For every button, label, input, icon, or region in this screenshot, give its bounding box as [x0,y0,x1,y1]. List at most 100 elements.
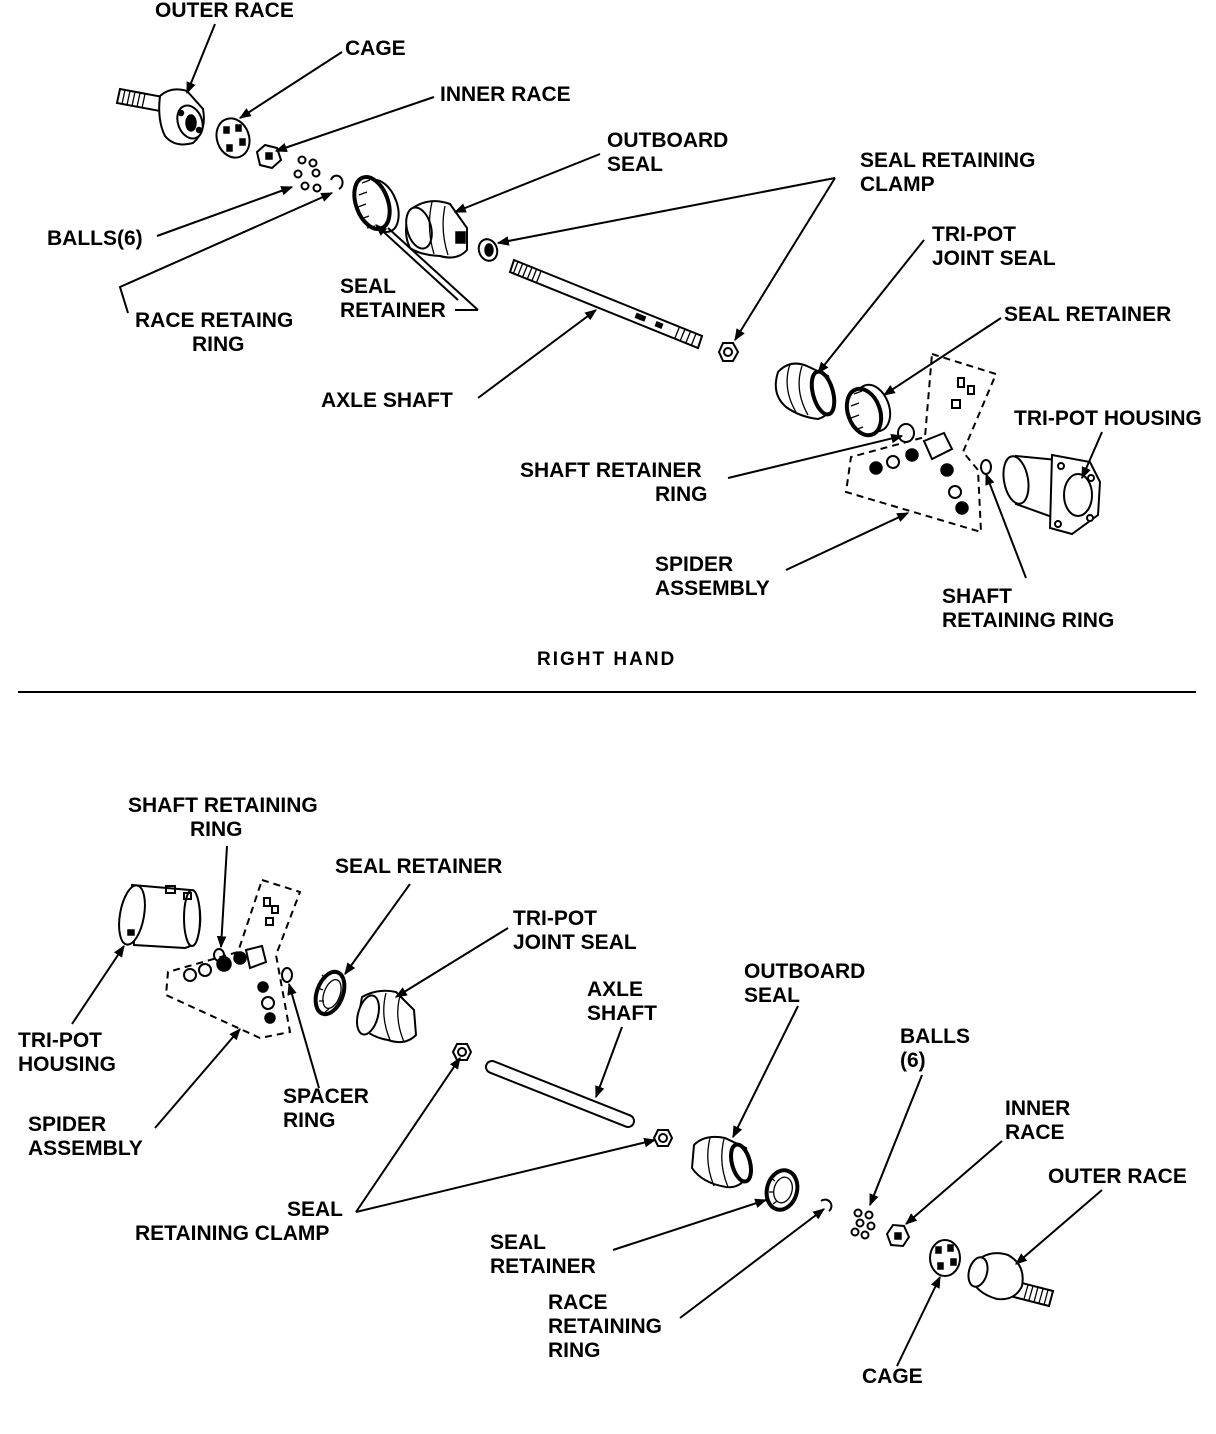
top-leader-balls [156,186,294,237]
bottom-label-outboard-seal-line2: SEAL [744,984,800,1007]
bottom-label-seal-retainer-outer-line1: SEAL [490,1231,546,1254]
top-label-race-retaining-ring-line1: RACE RETAING [135,309,293,332]
bottom-leader-axle-shaft [595,1026,623,1099]
top-tri-pot-housing-part [1002,453,1102,536]
bottom-label-balls-line1: BALLS [900,1025,970,1048]
bottom-leader-seal-retaining-clamp-2 [355,1137,657,1213]
bottom-tri-pot-joint-seal-part [356,989,418,1044]
bottom-label-tri-pot-housing-line2: HOUSING [18,1053,116,1076]
top-label-tri-pot-joint-seal-line2: JOINT SEAL [932,247,1056,270]
bottom-label-outboard-seal-line1: OUTBOARD [744,960,865,983]
top-label-balls: BALLS(6) [47,227,143,250]
bottom-label-spacer-ring-line1: SPACER [283,1085,369,1108]
bottom-seal-retaining-clamp-part-2 [652,1129,674,1147]
top-label-race-retaining-ring-line2: RING [192,333,245,356]
bottom-tri-pot-housing-part [118,883,202,950]
top-leader-race-retaining-ring [118,192,334,314]
top-label-tri-pot-joint-seal-line1: TRI-POT [932,223,1016,246]
top-balls-part [293,155,322,193]
top-seal-retainer-right-part [844,383,892,438]
bottom-label-spider-assembly-line1: SPIDER [28,1113,106,1136]
top-label-outboard-seal-line2: SEAL [607,153,663,176]
bottom-label-tri-pot-joint-seal-line2: JOINT SEAL [513,931,637,954]
top-cage-part [215,117,251,159]
top-race-retaining-ring-part [330,174,344,190]
bottom-seal-retaining-clamp-part-1 [451,1043,473,1061]
top-label-cage: CAGE [345,37,406,60]
top-inner-race-part [255,143,283,170]
top-leader-seal-retainer-right [882,317,1002,396]
bottom-seal-retainer-outer-part [764,1168,800,1212]
bottom-leader-shaft-retaining-ring [216,845,228,949]
bottom-label-tri-pot-housing-line1: TRI-POT [18,1029,102,1052]
top-label-seal-retaining-clamp-line2: CLAMP [860,173,935,196]
top-outboard-seal-part [405,200,468,259]
bottom-leader-seal-retainer-outer [612,1198,768,1251]
top-leader-seal-retaining-clamp-2 [734,177,836,342]
bottom-label-spacer-ring-line2: RING [283,1109,336,1132]
bottom-label-balls-line2: (6) [900,1049,926,1072]
top-label-seal-retainer-left-line1: SEAL [340,275,396,298]
bottom-label-seal-retaining-clamp-line2: RETAINING CLAMP [135,1222,329,1245]
top-shaft-retaining-ring-part [980,459,992,475]
top-leader-inner-race [274,96,435,153]
bottom-label-outer-race: OUTER RACE [1048,1165,1187,1188]
bottom-leader-cage [896,1275,941,1367]
top-leader-seal-retainer-left-1 [375,224,459,301]
bottom-label-inner-race-line1: INNER [1005,1097,1070,1120]
bottom-label-spider-assembly-line2: ASSEMBLY [28,1137,143,1160]
bottom-label-shaft-retaining-ring-line2: RING [190,818,243,841]
top-leader-seal-retaining-clamp-1 [496,177,836,246]
bottom-leader-spider-assembly [154,1028,241,1129]
bottom-label-axle-shaft-line1: AXLE [587,978,643,1001]
top-leader-cage [238,51,343,119]
bottom-outboard-seal-part [690,1135,753,1189]
bottom-leader-seal-retainer-inner [344,883,411,975]
top-outer-race-part [115,87,205,146]
top-leader-outer-race [186,23,216,95]
bottom-race-retaining-ring-part [820,1198,833,1212]
bottom-label-shaft-retaining-ring-line1: SHAFT RETAINING [128,794,318,817]
top-label-outboard-seal-line1: OUTBOARD [607,129,728,152]
top-leader-axle-shaft [477,309,597,399]
bottom-label-inner-race-line2: RACE [1005,1121,1065,1144]
top-leader-shaft-retainer-ring [727,433,904,479]
bottom-leader-tri-pot-housing [71,945,125,1025]
top-label-axle-shaft: AXLE SHAFT [321,389,453,412]
top-leader-spider-assembly [785,512,910,571]
bottom-label-seal-retainer-inner: SEAL RETAINER [335,855,502,878]
bottom-leader-race-retaining-ring [679,1208,825,1319]
top-axle-shaft-part [508,258,704,350]
bottom-leader-balls [869,1074,923,1207]
bottom-label-seal-retaining-clamp-line1: SEAL [287,1198,343,1221]
top-label-outer-race: OUTER RACE [155,0,294,22]
top-seal-retaining-clamp-part-1 [477,238,499,262]
bottom-seal-retainer-inner-part [313,969,347,1017]
bottom-label-axle-shaft-line2: SHAFT [587,1002,657,1025]
bottom-leader-spacer-ring [287,982,320,1089]
top-spider-assembly-part [844,352,998,534]
bottom-spacer-ring-part [281,967,293,983]
top-label-shaft-retaining-ring-line2: RETAINING RING [942,609,1114,632]
top-leader-outboard-seal [453,153,601,213]
top-label-shaft-retainer-ring-line2: RING [655,483,708,506]
top-leader-seal-retainer-left-2 [387,227,479,311]
top-label-seal-retainer-right: SEAL RETAINER [1004,303,1171,326]
top-leader-tri-pot-housing [1081,431,1103,480]
bottom-balls-part [850,1208,876,1240]
bottom-label-race-retaining-ring-line2: RETAINING [548,1315,662,1338]
bottom-cage-part [929,1239,961,1277]
top-leader-tri-pot-joint-seal [817,239,925,374]
bottom-leader-outer-race [1015,1189,1103,1265]
top-label-tri-pot-housing: TRI-POT HOUSING [1014,407,1202,430]
top-view-title: RIGHT HAND [537,649,676,670]
top-label-spider-assembly-line1: SPIDER [655,553,733,576]
top-tri-pot-joint-seal-part [774,362,837,421]
top-shaft-retainer-ring-part [897,423,915,443]
top-seal-retaining-clamp-part-2 [717,342,740,362]
top-label-spider-assembly-line2: ASSEMBLY [655,577,770,600]
top-leader-shaft-retaining-ring [985,472,1027,579]
bottom-leader-tri-pot-joint-seal [394,927,509,998]
bottom-leader-outboard-seal [732,1005,799,1139]
